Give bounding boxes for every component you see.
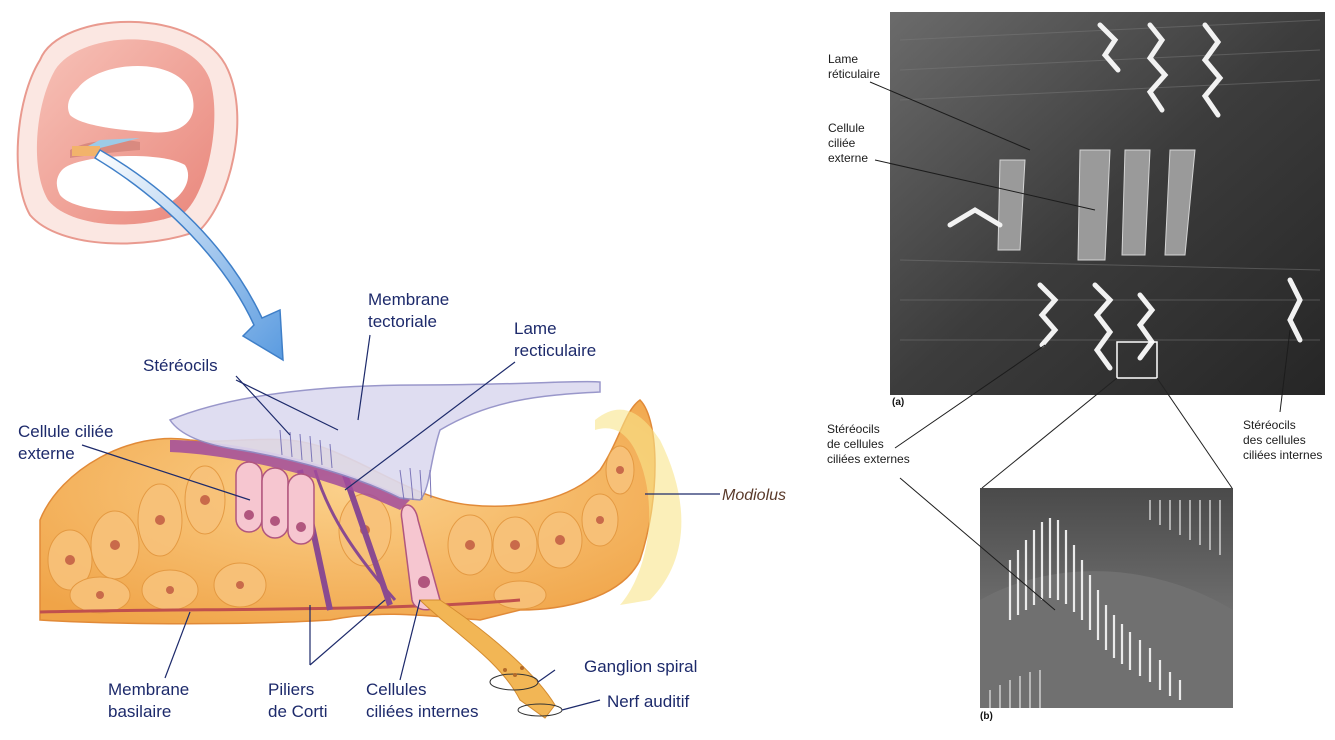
label-modiolus: Modiolus (722, 485, 786, 507)
label-nerf-auditif: Nerf auditif (607, 691, 689, 713)
label-cellules-ciliees-internes: Cellules ciliées internes (366, 679, 478, 723)
panel-b-tag: (b) (980, 711, 993, 722)
sem-panel-b (980, 488, 1233, 708)
label-membrane-tectoriale: Membrane tectoriale (368, 289, 449, 333)
label-lame-recticulaire: Lame recticulaire (514, 318, 596, 362)
outer-hair-cells (236, 462, 314, 544)
label-cellule-ciliee-externe-sem: Cellule ciliée externe (828, 121, 868, 166)
label-stereocils-externes: Stéréocils de cellules ciliées externes (827, 422, 910, 467)
label-piliers-de-corti: Piliers de Corti (268, 679, 328, 723)
label-lame-reticulaire: Lame réticulaire (828, 52, 880, 82)
label-ganglion-spiral: Ganglion spiral (584, 656, 697, 678)
sem-panel-a (890, 12, 1325, 395)
label-cellule-ciliee-externe: Cellule ciliée externe (18, 421, 113, 465)
label-membrane-basilaire: Membrane basilaire (108, 679, 189, 723)
cochlea-cross-section (18, 22, 238, 244)
label-stereocils: Stéréocils (143, 355, 218, 377)
panel-a-tag: (a) (892, 397, 904, 408)
label-stereocils-internes: Stéréocils des cellules ciliées internes (1243, 418, 1322, 463)
